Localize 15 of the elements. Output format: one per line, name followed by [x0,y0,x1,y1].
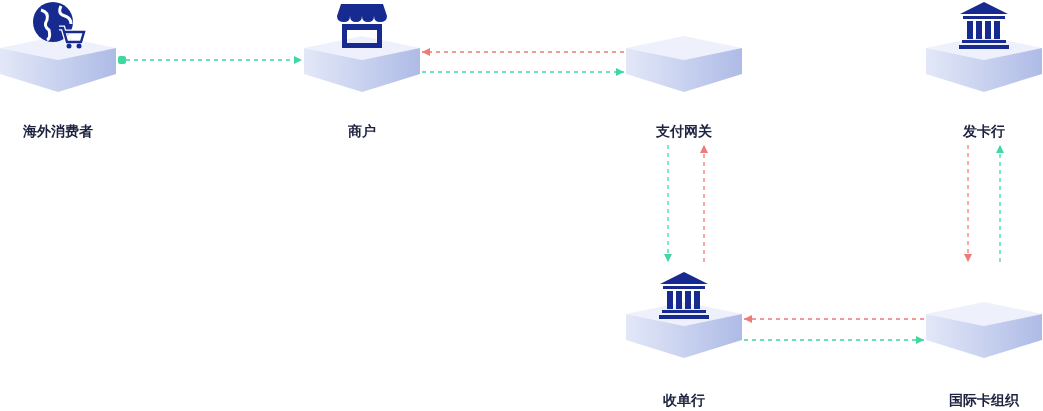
node-label: 发卡行 [962,123,1006,141]
node-label: 商户 [347,123,377,141]
arrow [421,68,625,76]
arrow [421,48,625,56]
arrow [996,144,1004,263]
arrow [743,315,925,323]
arrow [117,56,303,64]
node-label: 收单行 [662,392,706,410]
node-label: 支付网关 [655,123,713,141]
node-label: 海外消费者 [22,123,94,141]
node-label: 国际卡组织 [948,392,1020,410]
arrow [700,144,708,263]
arrow [664,144,672,263]
arrow [964,144,972,263]
arrow [743,336,925,344]
